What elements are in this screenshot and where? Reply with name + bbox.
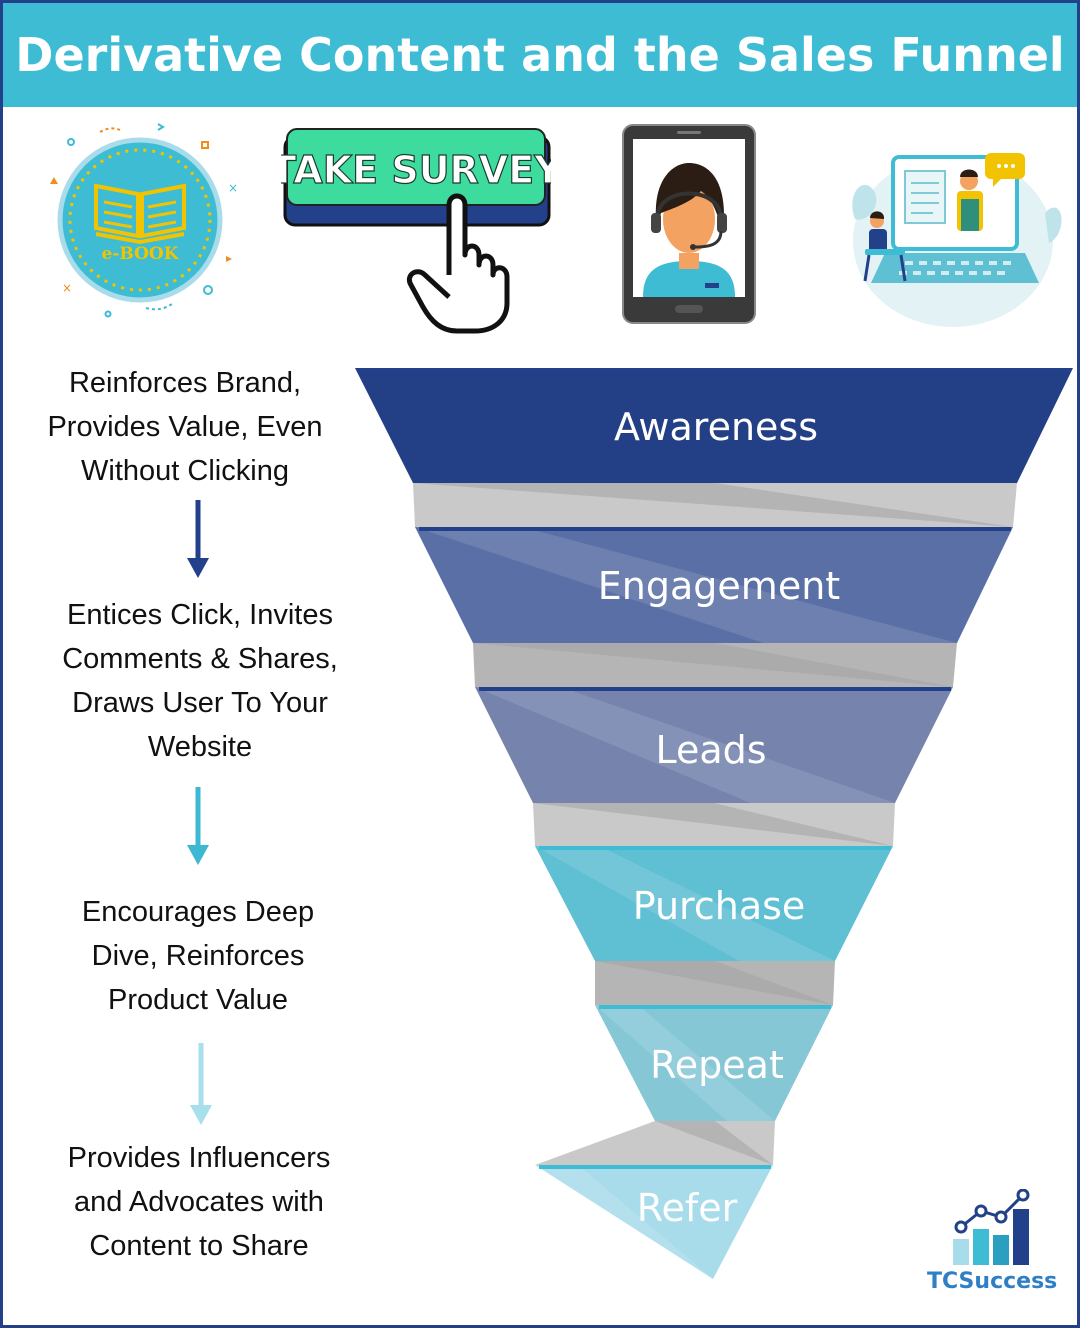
ebook-label: e-BOOK: [102, 244, 180, 264]
funnel-stage-leads: [475, 687, 953, 803]
funnel-connector-shadow: [595, 961, 833, 1005]
funnel-stage-engagement: [415, 527, 1013, 643]
pointing-hand-icon: [407, 193, 510, 334]
funnel-stage-refer: [535, 1165, 773, 1279]
funnel-stage-sheen: [595, 1005, 775, 1121]
page-title: Derivative Content and the Sales Funnel: [15, 28, 1065, 82]
brand-logo-text: TCSuccess: [927, 1269, 1058, 1294]
tcsuccess-logo-icon: [953, 1189, 1030, 1265]
svg-text:×: ×: [62, 281, 72, 295]
funnel-connector-shadow: [413, 483, 1013, 527]
ebook-badge-icon: e-BOOK × ×: [38, 118, 248, 328]
down-arrow-icon-2: [187, 787, 209, 865]
step-text-purchase: Encourages Deep Dive, Reinforces Product…: [81, 896, 315, 1016]
funnel-label-leads: Leads: [655, 728, 766, 772]
funnel-stage-sheen: [415, 527, 957, 643]
funnel-label-purchase: Purchase: [633, 884, 806, 928]
sales-funnel: AwarenessEngagementLeadsPurchaseRepeatRe…: [355, 368, 1073, 1279]
funnel-stage-sheen: [535, 1165, 713, 1279]
step-text-refer: Provides Influencers and Advocates with …: [67, 1142, 331, 1262]
funnel-label-refer: Refer: [637, 1186, 738, 1230]
funnel-label-awareness: Awareness: [614, 405, 818, 449]
survey-label: TAKE SURVEY: [281, 148, 551, 192]
funnel-connector-shadow: [655, 1121, 773, 1165]
funnel-stage-repeat: [595, 1005, 833, 1121]
support-agent-phone-icon: [621, 123, 761, 328]
funnel-connector-shadow: [473, 643, 953, 687]
step-text-awareness: Reinforces Brand, Provides Value, Even W…: [47, 367, 323, 487]
header-banner: Derivative Content and the Sales Funnel: [3, 3, 1077, 107]
funnel-stage-sheen: [475, 687, 895, 803]
down-arrow-icon-1: [187, 500, 209, 578]
step-text-engagement: Entices Click, Invites Comments & Shares…: [62, 599, 338, 763]
funnel-connector-shadow: [533, 803, 893, 846]
funnel-stage-awareness: [355, 368, 1073, 483]
funnel-stage-sheen: [535, 846, 835, 961]
online-presentation-icon: [835, 123, 1070, 333]
take-survey-button: TAKE SURVEY: [270, 125, 563, 335]
down-arrow-icon-3: [190, 1043, 212, 1125]
funnel-label-engagement: Engagement: [598, 564, 840, 608]
svg-text:×: ×: [228, 181, 238, 195]
funnel-stage-purchase: [535, 846, 893, 961]
funnel-label-repeat: Repeat: [650, 1043, 784, 1087]
